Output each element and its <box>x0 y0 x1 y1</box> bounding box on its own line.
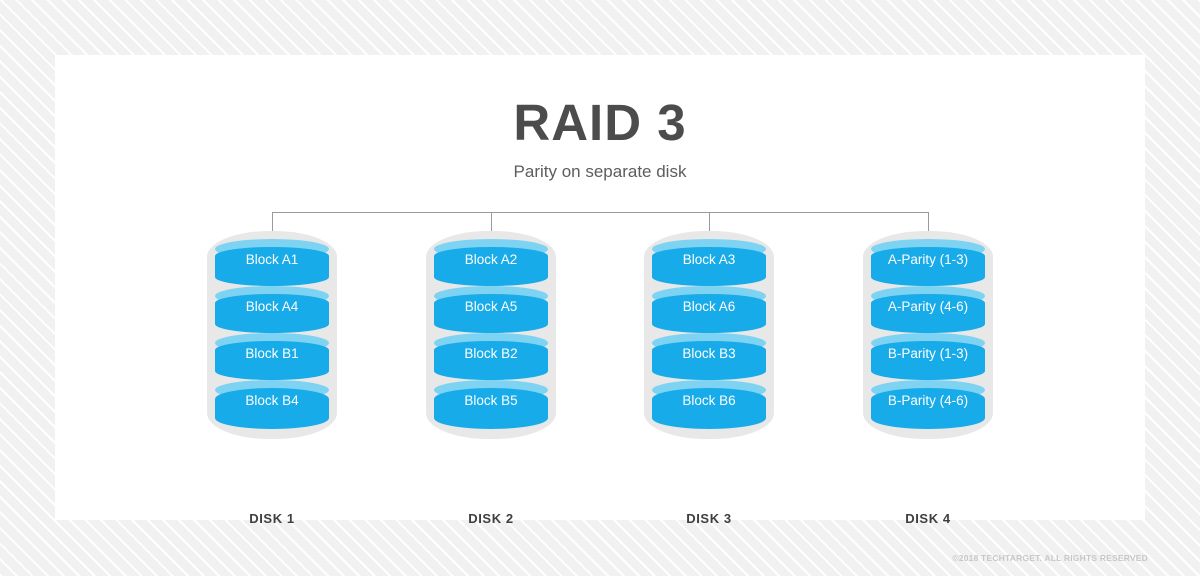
disk-2-block-1[interactable]: Block A5 <box>434 286 548 333</box>
disk-1-shell: Block A1 Block A4 Block B1 Block B4 <box>207 231 337 439</box>
block-label: Block B4 <box>245 393 299 408</box>
cylinder-body-icon <box>652 294 766 333</box>
block-label: Block A3 <box>682 252 736 267</box>
disk-4-label: DISK 4 <box>905 511 951 526</box>
disk-1-block-0[interactable]: Block A1 <box>215 239 329 286</box>
cylinder-body-icon <box>215 341 329 380</box>
disk-1-block-3[interactable]: Block B4 <box>215 380 329 429</box>
block-label: Block B6 <box>682 393 736 408</box>
disk-2-block-2[interactable]: Block B2 <box>434 333 548 380</box>
disk-3-label: DISK 3 <box>686 511 732 526</box>
cylinder-body-icon <box>871 247 985 286</box>
disk-group: Block A1 Block A4 Block B1 Block B4 <box>55 55 1145 526</box>
page-subtitle: Parity on separate disk <box>513 162 687 181</box>
disk-1[interactable]: Block A1 Block A4 Block B1 Block B4 <box>207 231 337 526</box>
block-label: A-Parity (4-6) <box>887 299 969 314</box>
disk-3-block-1[interactable]: Block A6 <box>652 286 766 333</box>
disk-3-shell: Block A3 Block A6 Block B3 Block B6 <box>644 231 774 439</box>
block-label: B-Parity (1-3) <box>887 346 969 361</box>
disk-3-block-2[interactable]: Block B3 <box>652 333 766 380</box>
block-label: Block B2 <box>464 346 518 361</box>
block-label: Block B3 <box>682 346 736 361</box>
disk-4-block-1[interactable]: A-Parity (4-6) <box>871 286 985 333</box>
disk-3-block-3[interactable]: Block B6 <box>652 380 766 429</box>
disk-1-block-2[interactable]: Block B1 <box>215 333 329 380</box>
block-label: Block A4 <box>245 299 299 314</box>
cylinder-body-icon <box>434 388 548 429</box>
block-label: Block A6 <box>682 299 736 314</box>
disk-3[interactable]: Block A3 Block A6 Block B3 Block B6 <box>644 231 774 526</box>
cylinder-body-icon <box>215 247 329 286</box>
block-label: Block A2 <box>464 252 518 267</box>
disk-2-shell: Block A2 Block A5 Block B2 Block B5 <box>426 231 556 439</box>
cylinder-body-icon <box>652 247 766 286</box>
cylinder-body-icon <box>215 294 329 333</box>
disk-2-label: DISK 2 <box>468 511 514 526</box>
block-label: Block A1 <box>245 252 299 267</box>
cylinder-body-icon <box>871 341 985 380</box>
disk-2-block-3[interactable]: Block B5 <box>434 380 548 429</box>
block-label: A-Parity (1-3) <box>887 252 969 267</box>
copyright-footer: ©2018 TECHTARGET. ALL RIGHTS RESERVED <box>952 553 1148 563</box>
cylinder-body-icon <box>434 294 548 333</box>
cylinder-body-icon <box>215 388 329 429</box>
diagram-card: RAID 3 Parity on separate disk Block A1 … <box>55 55 1145 526</box>
cylinder-body-icon <box>434 247 548 286</box>
disk-3-block-0[interactable]: Block A3 <box>652 239 766 286</box>
disk-1-label: DISK 1 <box>249 511 295 526</box>
block-label: Block B5 <box>464 393 518 408</box>
disk-2[interactable]: Block A2 Block A5 Block B2 Block B5 <box>426 231 556 526</box>
block-label: Block A5 <box>464 299 518 314</box>
cylinder-body-icon <box>871 388 985 429</box>
cylinder-body-icon <box>434 341 548 380</box>
disk-4-shell: A-Parity (1-3) A-Parity (4-6) B-Parity (… <box>863 231 993 439</box>
cylinder-body-icon <box>652 341 766 380</box>
cylinder-body-icon <box>652 388 766 429</box>
disk-4-block-2[interactable]: B-Parity (1-3) <box>871 333 985 380</box>
disk-4[interactable]: A-Parity (1-3) A-Parity (4-6) B-Parity (… <box>863 231 993 526</box>
disk-2-block-0[interactable]: Block A2 <box>434 239 548 286</box>
block-label: Block B1 <box>245 346 299 361</box>
page-title: RAID 3 <box>513 94 687 151</box>
disk-1-block-1[interactable]: Block A4 <box>215 286 329 333</box>
disk-4-block-0[interactable]: A-Parity (1-3) <box>871 239 985 286</box>
block-label: B-Parity (4-6) <box>887 393 969 408</box>
disk-4-block-3[interactable]: B-Parity (4-6) <box>871 380 985 429</box>
connector-bus-line <box>272 212 928 213</box>
cylinder-body-icon <box>871 294 985 333</box>
